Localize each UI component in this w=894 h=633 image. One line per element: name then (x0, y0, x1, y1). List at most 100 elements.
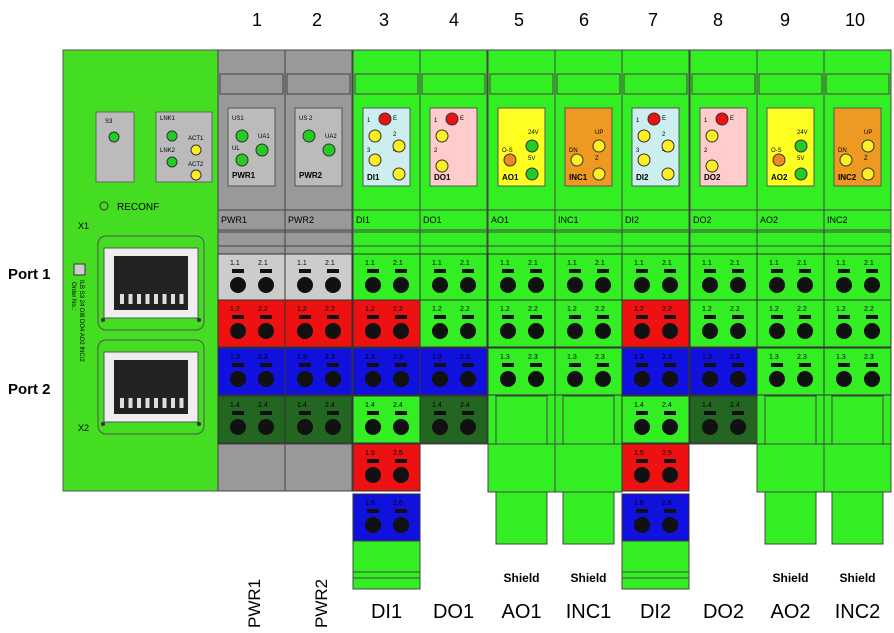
terminal-slot (327, 269, 339, 273)
terminal-screw (662, 517, 678, 533)
terminal-slot (395, 459, 407, 463)
terminal-slot (502, 315, 514, 319)
terminal-label: 2.1 (258, 260, 268, 267)
terminal-slot (732, 269, 744, 273)
terminal-screw (297, 371, 313, 387)
shield-label: Shield (772, 571, 808, 585)
strip-label: DI2 (625, 215, 639, 225)
strip-label: DO2 (693, 215, 712, 225)
terminal-label: 1.2 (567, 306, 577, 313)
strip-label: INC1 (558, 215, 579, 225)
phoenix-logo (73, 263, 86, 276)
status-led (794, 167, 808, 181)
terminal-label: 1.6 (634, 500, 644, 507)
terminal-screw (662, 371, 678, 387)
module-top-rib (691, 73, 756, 95)
lnk1-label: LNK1 (160, 116, 176, 122)
terminal-screw (662, 277, 678, 293)
terminal-screw (864, 323, 880, 339)
terminal-slot (299, 411, 311, 415)
panel-label: 3 (636, 148, 640, 154)
terminal-block-row-2 (352, 299, 421, 348)
port-2-label: Port 2 (8, 381, 51, 398)
label-strip (419, 209, 488, 231)
terminal-label: 2.2 (730, 306, 740, 313)
status-led (794, 139, 808, 153)
panel-label: UA1 (258, 134, 270, 140)
panel-label: INC2 (838, 173, 857, 182)
terminal-label: 2.3 (730, 354, 740, 361)
panel-label: 1 (704, 118, 708, 124)
shield-label: Shield (503, 571, 539, 585)
status-led (861, 167, 875, 181)
terminal-block-row-3 (554, 347, 623, 396)
slot-number-7: 7 (648, 10, 658, 30)
slot-number-3: 3 (379, 10, 389, 30)
terminal-label: 2.6 (662, 500, 672, 507)
terminal-label: 1.2 (634, 306, 644, 313)
slot-number-10: 10 (845, 10, 865, 30)
terminal-slot (569, 315, 581, 319)
label-strip (284, 209, 353, 231)
panel-label: DO1 (434, 173, 451, 182)
s3-led (108, 131, 120, 143)
slot-number-1: 1 (252, 10, 262, 30)
reconf-label: RECONF (117, 202, 159, 213)
terminal-slot (771, 269, 783, 273)
terminal-block-row-3 (419, 347, 488, 396)
terminal-screw (567, 323, 583, 339)
terminal-block-row-1 (352, 253, 421, 302)
label-strip-lower (284, 231, 353, 247)
terminal-slot (367, 411, 379, 415)
x1-label: X1 (78, 221, 89, 231)
terminal-screw (634, 419, 650, 435)
panel-label: 2 (393, 132, 397, 138)
terminal-screw (365, 419, 381, 435)
terminal-screw (702, 277, 718, 293)
terminal-label: 2.3 (797, 354, 807, 361)
terminal-label: 1.5 (634, 450, 644, 457)
status-led (435, 129, 449, 143)
lnk2-led (166, 156, 178, 168)
terminal-label: 1.4 (297, 402, 307, 409)
terminal-screw (634, 371, 650, 387)
order-text: Order No.: (70, 282, 76, 310)
terminal-label: 2.1 (393, 260, 403, 267)
terminal-label: 2.4 (730, 402, 740, 409)
status-led (772, 153, 786, 167)
terminal-slot (530, 315, 542, 319)
terminal-slot (704, 269, 716, 273)
slot-number-6: 6 (579, 10, 589, 30)
terminal-block-row-3 (621, 347, 690, 396)
terminal-block-row-1 (284, 253, 353, 302)
terminal-label: 2.1 (730, 260, 740, 267)
terminal-label: 2.3 (325, 354, 335, 361)
plug-foot (352, 540, 421, 590)
terminal-slot (664, 315, 676, 319)
terminal-label: 1.3 (230, 354, 240, 361)
panel-label: US 2 (299, 116, 313, 122)
terminal-label: 1.6 (365, 500, 375, 507)
panel-label: 24V (797, 130, 808, 136)
terminal-screw (325, 323, 341, 339)
terminal-label: 2.2 (662, 306, 672, 313)
s3-panel (95, 111, 135, 183)
terminal-block-row-4 (284, 395, 353, 444)
terminal-block-row-4 (689, 395, 758, 444)
label-strip (823, 209, 892, 231)
terminal-block-row-3 (352, 347, 421, 396)
reconf-button (99, 201, 109, 211)
bottom-label-di2: DI2 (640, 601, 671, 623)
terminal-screw (662, 419, 678, 435)
terminal-screw (634, 517, 650, 533)
panel-label: 5V (797, 156, 804, 162)
terminal-slot (838, 269, 850, 273)
terminal-label: 1.1 (769, 260, 779, 267)
status-led (392, 167, 406, 181)
terminal-screw (365, 277, 381, 293)
terminal-block-row-4 (419, 395, 488, 444)
s3-label: S3 (105, 119, 113, 125)
label-strip (621, 209, 690, 231)
